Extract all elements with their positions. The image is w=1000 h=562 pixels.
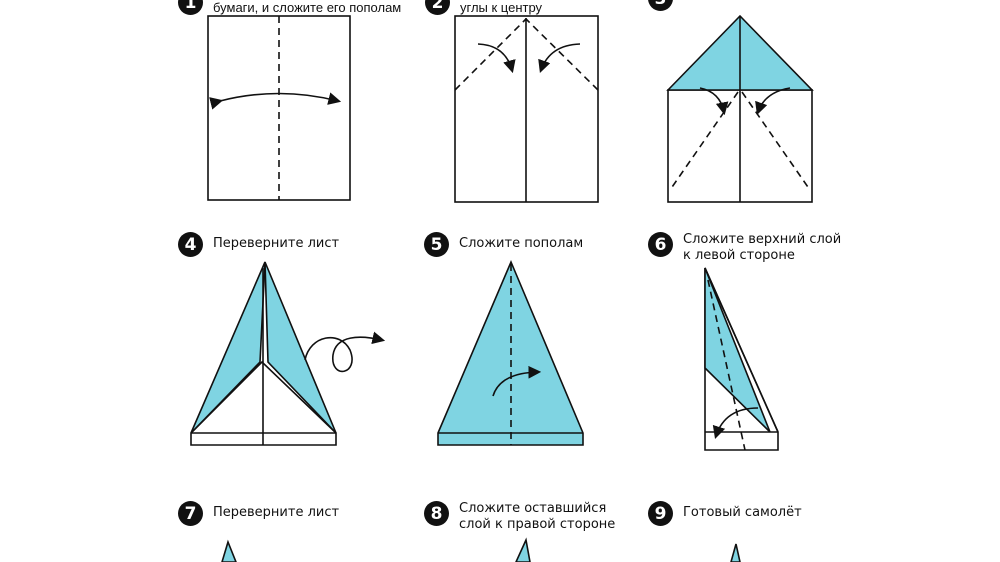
step-number: 4 — [178, 232, 203, 257]
step-1: 1 бумаги, и сложите его пополам — [178, 0, 401, 16]
step-label: Переверните лист — [213, 236, 340, 251]
step-label: Сложите оставшийся слой к правой стороне — [459, 501, 616, 532]
step-8: 8 Сложите оставшийся слой к правой сторон… — [424, 501, 634, 533]
step-6: 6 Сложите верхний слой к левой стороне — [648, 232, 843, 264]
step-label: Переверните лист — [213, 505, 340, 520]
step-5: 5 Сложите пополам — [424, 232, 619, 257]
step9-paper — [730, 543, 741, 562]
step-3: 3 — [648, 0, 673, 11]
step-number: 5 — [424, 232, 449, 257]
step-number: 8 — [424, 501, 449, 526]
step-number: 7 — [178, 501, 203, 526]
step-2: 2 углы к центру — [425, 0, 542, 16]
step-number: 2 — [425, 0, 450, 15]
step7-paper — [221, 539, 237, 562]
step-number: 1 — [178, 0, 203, 15]
step-9: 9 Готовый самолёт — [648, 501, 843, 526]
step-label: Сложите пополам — [459, 236, 584, 251]
step2-paper — [454, 15, 599, 203]
step-7: 7 Переверните лист — [178, 501, 373, 526]
step3-paper — [666, 14, 814, 203]
step5-paper — [437, 259, 584, 446]
step-4: 4 Переверните лист — [178, 232, 373, 257]
step-number: 6 — [648, 232, 673, 257]
step-label: углы к центру — [460, 0, 543, 15]
step-label: Готовый самолёт — [683, 505, 802, 520]
step4-paper — [190, 261, 386, 446]
step6-paper — [704, 267, 779, 451]
step-number: 3 — [648, 0, 673, 11]
step-label: Сложите верхний слой к левой стороне — [683, 232, 842, 263]
step-number: 9 — [648, 501, 673, 526]
step8-paper — [515, 537, 531, 562]
step1-paper — [207, 15, 351, 201]
step-label: бумаги, и сложите его пополам — [213, 0, 402, 15]
